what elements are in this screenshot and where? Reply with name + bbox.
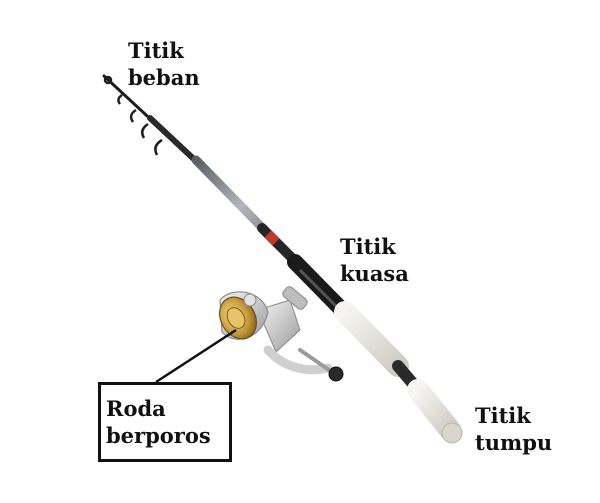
load-point-label-line2: beban <box>128 65 200 90</box>
wheel-axle-label-line1: Roda <box>106 396 166 421</box>
wheel-axle-pointer <box>155 328 237 384</box>
wheel-axle-label-line2: berporos <box>106 423 211 448</box>
load-point-label: Titik beban <box>128 37 200 91</box>
wheel-axle-label-box <box>98 382 232 462</box>
guide-ring <box>103 75 113 85</box>
line-guides <box>103 75 163 156</box>
fulcrum-point-label: Titik tumpu <box>475 402 552 456</box>
guide-ring <box>154 138 163 156</box>
effort-point-label: Titik kuasa <box>340 233 409 287</box>
wheel-axle-label: Roda berporos <box>106 395 211 449</box>
fulcrum-point-label-line1: Titik <box>475 403 531 428</box>
fulcrum-point-label-line2: tumpu <box>475 430 553 455</box>
guide-ring <box>140 122 149 139</box>
guide-ring <box>117 93 123 105</box>
rod-blank <box>191 155 305 271</box>
effort-point-label-line2: kuasa <box>340 261 409 286</box>
load-point-label-line1: Titik <box>128 38 184 63</box>
effort-point-label-line1: Titik <box>340 234 396 259</box>
rod-handle <box>334 301 463 444</box>
spinning-reel <box>219 286 344 382</box>
guide-ring <box>129 108 137 123</box>
